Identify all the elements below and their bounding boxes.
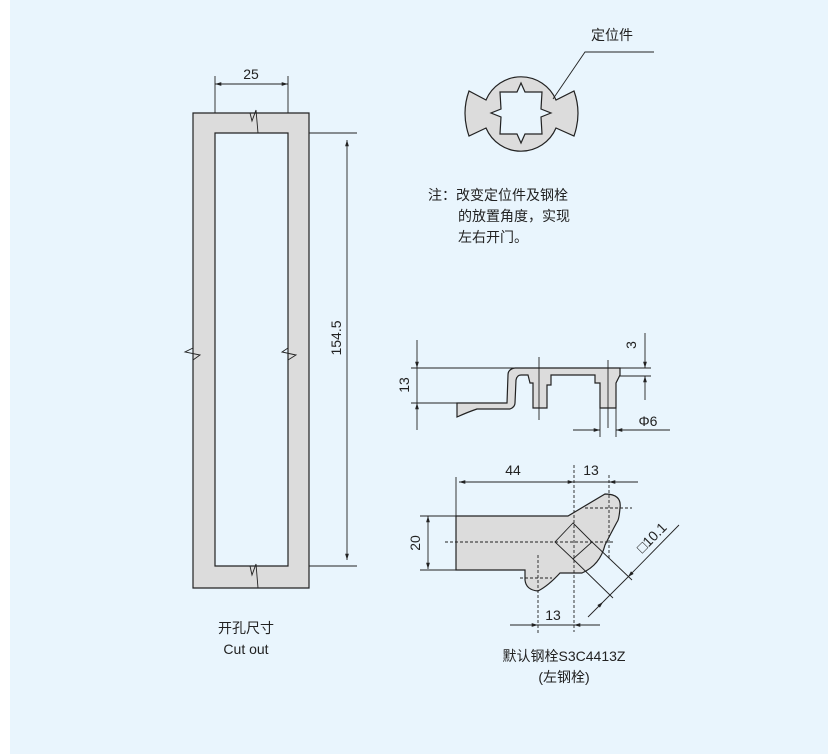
side-dim-height-label: 13 xyxy=(396,377,412,393)
cutout-frame xyxy=(192,112,310,589)
note-line-2: 的放置角度，实现 xyxy=(458,208,570,224)
bolt-caption-model: 默认钢栓S3C4413Z xyxy=(503,648,626,664)
bolt-dim-width-label: 20 xyxy=(407,535,423,551)
bolt-top-view-drawing: 44 13 20 13 □10.1 默认钢栓S3C4413Z (左钢栓) xyxy=(407,462,680,685)
drawing-panel xyxy=(10,0,828,754)
positioner-drawing: 定位件 注：改变定位件及钢栓 的放置角度，实现 左右开门。 xyxy=(428,27,654,245)
cutout-caption-en: Cut out xyxy=(223,641,268,657)
note-line-1: 注：改变定位件及钢栓 xyxy=(428,187,568,203)
bolt-side-profile xyxy=(456,367,621,418)
positioner-leader-line xyxy=(552,51,654,100)
side-dim-diameter-label: Φ6 xyxy=(639,413,658,429)
break-mark-left xyxy=(183,347,202,361)
side-dim-top-label: 3 xyxy=(623,341,639,349)
break-mark-right xyxy=(280,347,298,361)
positioner-shape xyxy=(464,76,579,152)
bolt-caption-side: (左钢栓) xyxy=(538,669,589,685)
side-view-drawing: 13 3 Φ6 xyxy=(396,333,670,437)
bolt-dim-offset-bottom-label: 13 xyxy=(545,607,561,623)
break-mark-bottom xyxy=(249,563,259,589)
bolt-dim-length-label: 44 xyxy=(505,462,521,478)
bolt-dim-square-label: □10.1 xyxy=(633,519,670,556)
dim-height-label: 154.5 xyxy=(328,320,344,355)
note-line-3: 左右开门。 xyxy=(458,229,528,245)
break-mark-top xyxy=(249,109,259,134)
cutout-caption-cn: 开孔尺寸 xyxy=(218,620,274,636)
cutout-drawing: 25 154.5 开孔尺寸 Cut out xyxy=(183,66,357,657)
positioner-label: 定位件 xyxy=(591,27,633,43)
dim-width-label: 25 xyxy=(243,66,259,82)
bolt-dim-offset-top-label: 13 xyxy=(583,462,599,478)
